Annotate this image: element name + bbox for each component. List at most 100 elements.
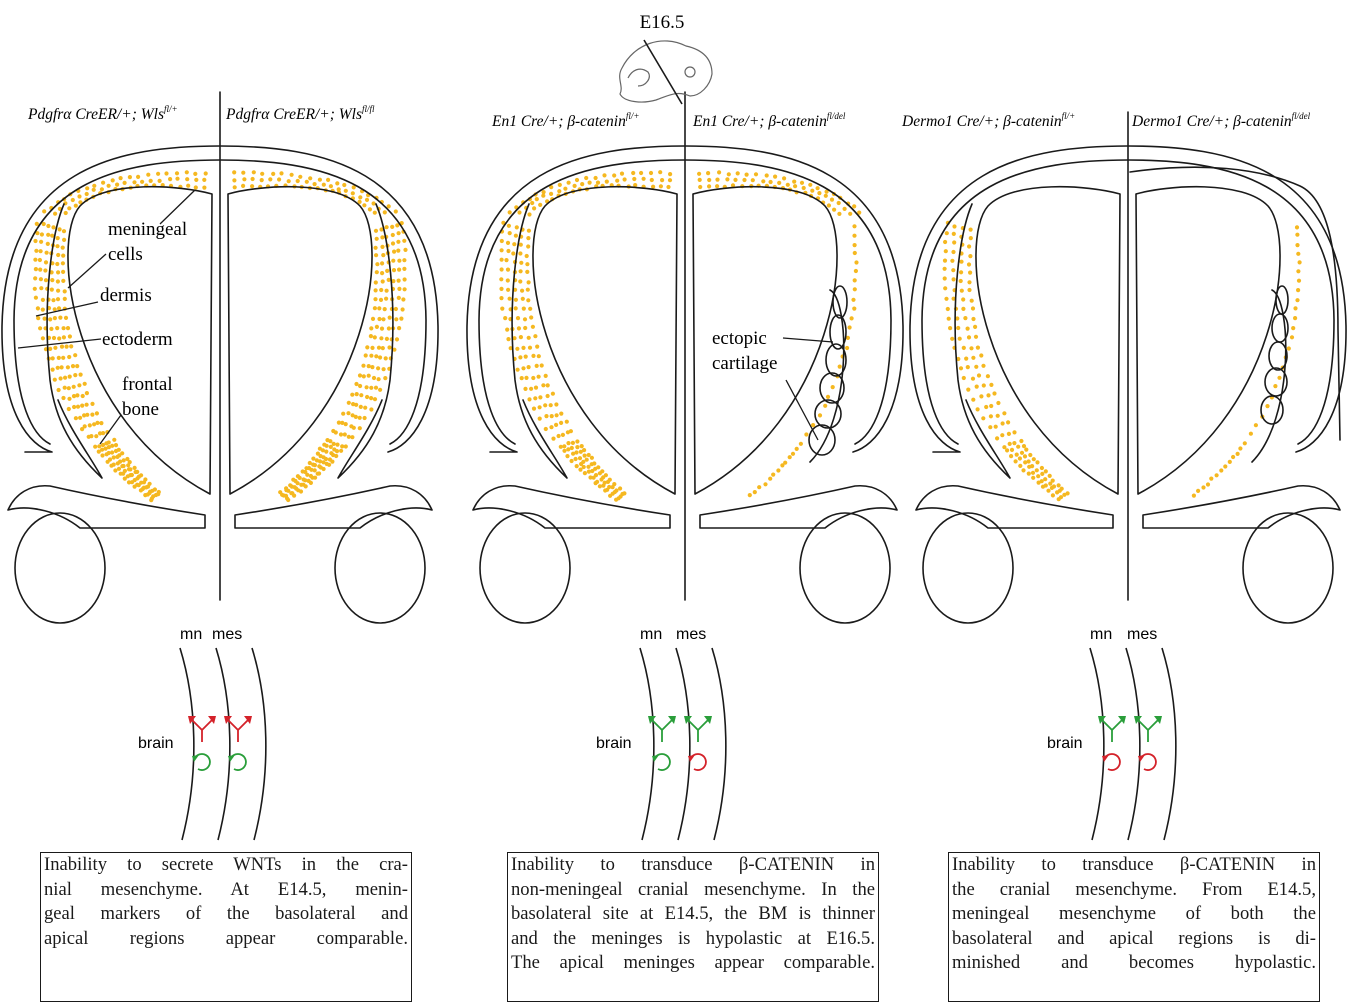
panel-1-cell-dot — [43, 268, 47, 272]
panel-3-cell-dot — [975, 385, 979, 389]
panel-2-layer-boundary — [640, 648, 654, 840]
panel-2-cell-dot — [615, 179, 619, 183]
panel-1-cell-dot — [41, 308, 45, 312]
panel-2-cell-dot — [580, 444, 584, 448]
panel-1-cell-dot — [358, 373, 362, 377]
panel-2-cell-dot — [541, 194, 545, 198]
panel-2-cell-dot — [596, 465, 600, 469]
panel-1-cell-dot — [74, 416, 78, 420]
panel-3-cell-dot — [1291, 326, 1295, 330]
panel-1-cell-dot — [392, 268, 396, 272]
panel-3-hemisphere-right — [1136, 187, 1280, 494]
panel-3-cell-dot — [1192, 494, 1196, 498]
panel-3-cell-dot — [1007, 432, 1011, 436]
panel-2-cell-dot — [852, 204, 856, 208]
panel-2-cell-dot — [518, 279, 522, 283]
panel-3-cell-dot — [1035, 460, 1039, 464]
panel-1-cell-dot — [97, 444, 101, 448]
panel-2-right-genotype: En1 Cre/+; β-cateninfl/del — [692, 111, 846, 130]
panel-2-cell-dot — [600, 469, 604, 473]
panel-2-cell-dot — [584, 176, 588, 180]
caption-line: Inability to secrete WNTs in the cra- — [44, 853, 408, 878]
panel-2-cell-dot — [850, 316, 854, 320]
panel-3-cell-dot — [950, 337, 954, 341]
panel-1-cell-dot — [85, 413, 89, 417]
panel-1-cell-dot — [61, 270, 65, 274]
panel-1-cell-dot — [55, 326, 59, 330]
panel-1-cell-dot — [369, 386, 373, 390]
panel-2-cell-dot — [517, 210, 521, 214]
panel-3-cell-dot — [966, 327, 970, 331]
panel-3-cell-dot — [1236, 452, 1240, 456]
panel-2-cell-dot — [776, 468, 780, 472]
panel-1-cell-dot — [318, 447, 322, 451]
panel-1-cell-dot — [380, 261, 384, 265]
panel-1-cell-dot — [387, 345, 391, 349]
panel-3-cell-dot — [952, 277, 956, 281]
panel-3-dermis-left — [922, 160, 1128, 444]
panel-1-cell-dot — [321, 460, 325, 464]
panel-2-cell-dot — [527, 280, 531, 284]
panel-1-cell-dot — [90, 402, 94, 406]
panel-2-cell-dot — [526, 236, 530, 240]
panel-1-cell-dot — [392, 250, 396, 254]
panel-2-cell-dot — [697, 172, 701, 176]
panel-1-cell-dot — [374, 229, 378, 233]
panel-1-cell-dot — [390, 225, 394, 229]
panel-1-cell-dot — [60, 365, 64, 369]
panel-3-cell-dot — [1018, 456, 1022, 460]
panel-3-cell-dot — [962, 346, 966, 350]
panel-1-cell-dot — [80, 404, 84, 408]
panel-1-cell-dot — [373, 211, 377, 215]
panel-1-cell-dot — [193, 172, 197, 176]
panel-1-cell-dot — [402, 267, 406, 271]
panel-2-cell-dot — [500, 258, 504, 262]
caption-line: apical regions appear comparable. — [44, 927, 408, 952]
panel-1-cell-dot — [302, 477, 306, 481]
panel-1-cell-dot — [381, 253, 385, 257]
panel-1-cell-dot — [56, 297, 60, 301]
panel-3-cell-dot — [979, 353, 983, 357]
panel-1-cell-dot — [149, 179, 153, 183]
panel-1-cell-dot — [251, 177, 255, 181]
panel-1-eye-right — [335, 513, 425, 623]
panel-2-cell-dot — [524, 376, 528, 380]
panel-2-cell-dot — [773, 175, 777, 179]
panel-1-cell-dot — [288, 483, 292, 487]
panel-1-cell-dot — [403, 248, 407, 252]
panel-1-cell-dot — [48, 347, 52, 351]
panel-1-cell-dot — [369, 334, 373, 338]
panel-1-cell-dot — [397, 259, 401, 263]
panel-1-cell-dot — [367, 364, 371, 368]
panel-1-cell-dot — [373, 335, 377, 339]
panel-1-cell-dot — [394, 307, 398, 311]
panel-2-cell-dot — [521, 297, 525, 301]
panel-2-cell-dot — [782, 176, 786, 180]
panel-1-cell-dot — [148, 482, 152, 486]
panel-1-cell-dot — [140, 180, 144, 184]
panel-1-cell-dot — [107, 184, 111, 188]
panel-3-cell-dot — [971, 306, 975, 310]
panel-3-cell-dot — [1059, 495, 1063, 499]
panel-1-cell-dot — [62, 238, 66, 242]
panel-2-cell-dot — [706, 171, 710, 175]
panel-1-cell-dot — [40, 232, 44, 236]
panel-2-cell-dot — [852, 224, 856, 228]
panel-2-cell-dot — [707, 178, 711, 182]
panel-3-cell-dot — [952, 224, 956, 228]
panel-1-cell-dot — [379, 288, 383, 292]
panel-3-cell-dot — [971, 356, 975, 360]
panel-1-cell-dot — [36, 306, 40, 310]
panel-1-cell-dot — [139, 473, 143, 477]
panel-1-cell-dot — [132, 180, 136, 184]
panel-1-cell-dot — [73, 353, 77, 357]
panel-1-cell-dot — [340, 444, 344, 448]
panel-2-cell-dot — [761, 179, 765, 183]
panel-2-cell-dot — [810, 189, 814, 193]
panel-2-cell-dot — [506, 337, 510, 341]
panel-1-cell-dot — [146, 173, 150, 177]
panel-3-cell-dot — [959, 260, 963, 264]
panel-3-cell-dot — [961, 297, 965, 301]
panel-3-cell-dot — [1296, 288, 1300, 292]
